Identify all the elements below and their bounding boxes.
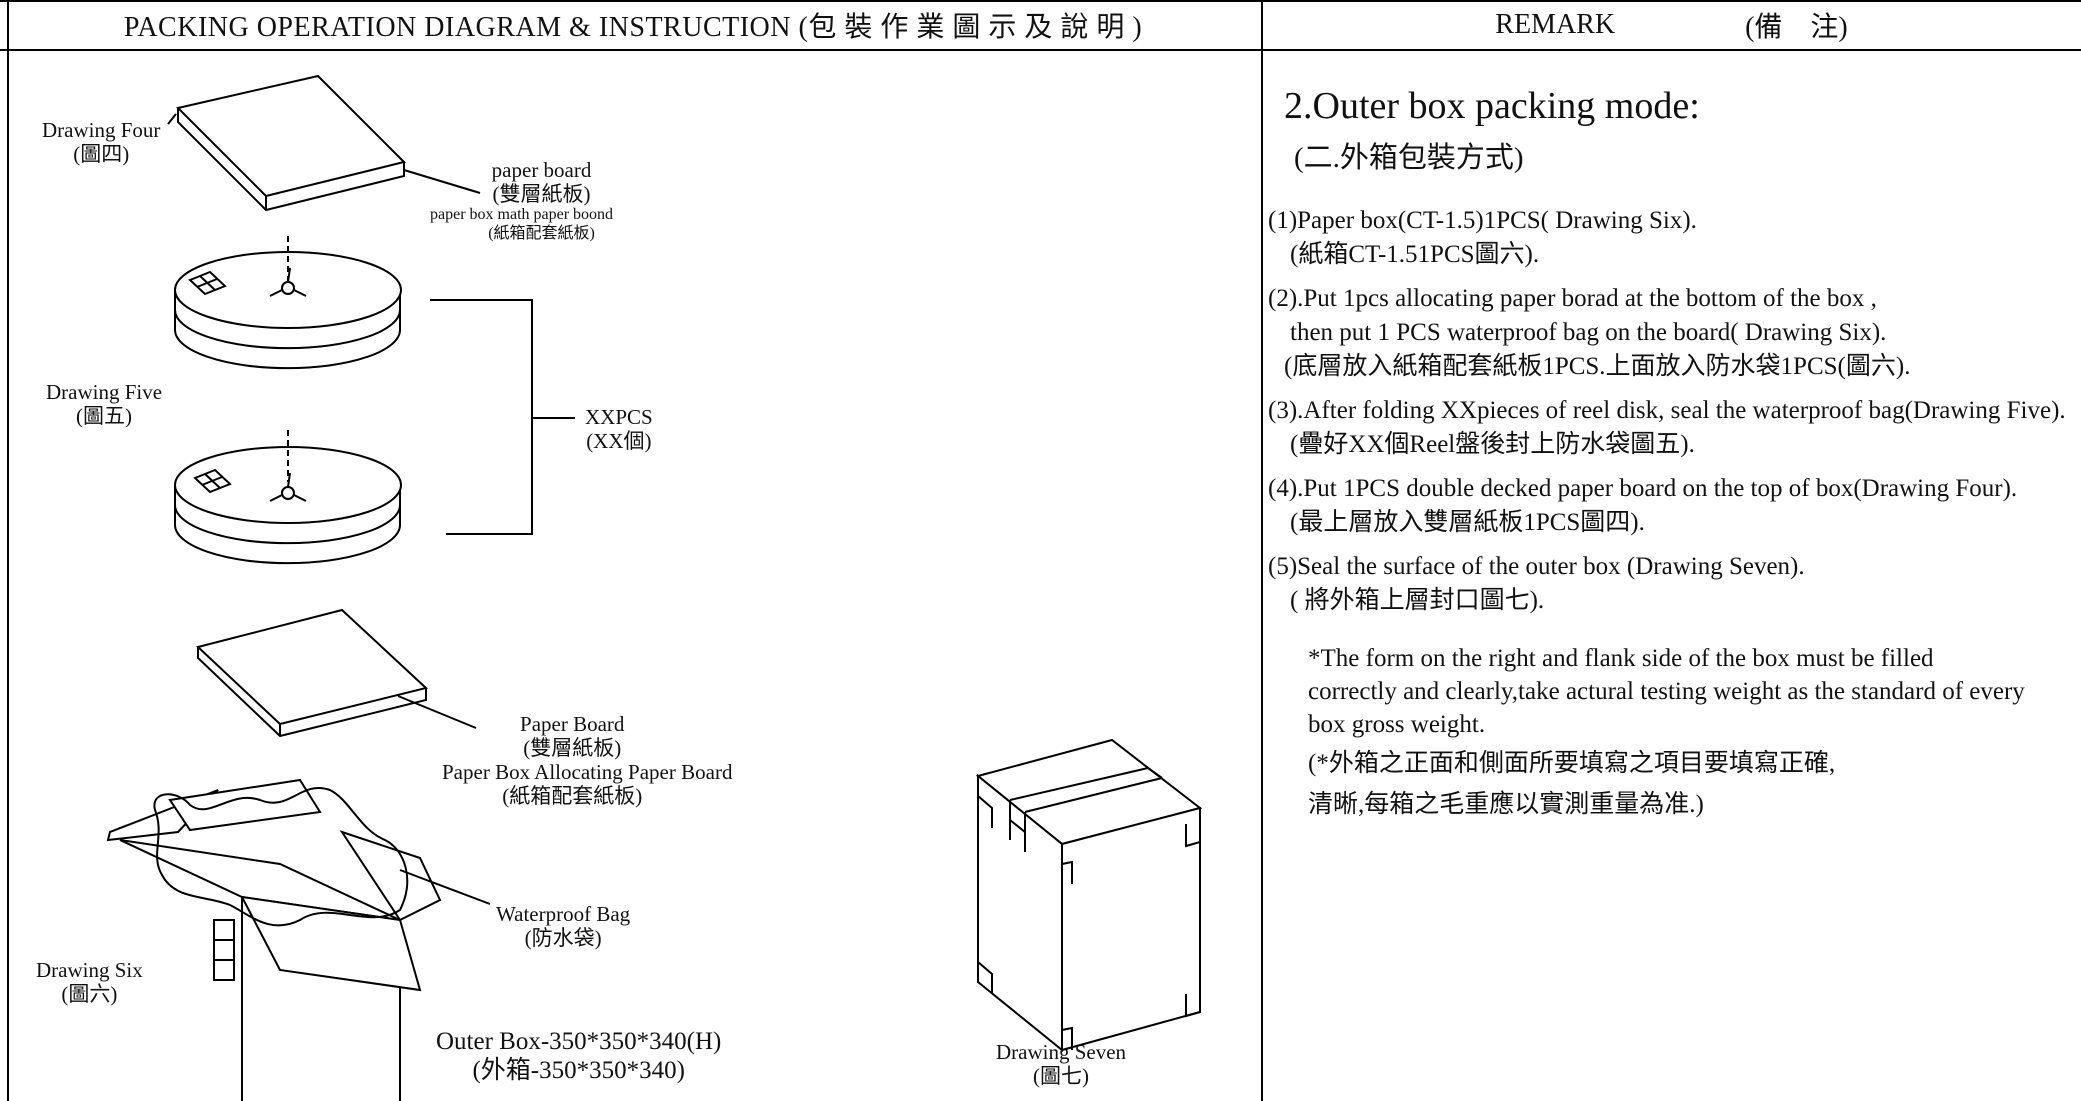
waterproof-bag-label: Waterproof Bag (防水袋) bbox=[496, 902, 630, 950]
step-2-en-cont: then put 1 PCS waterproof bag on the boa… bbox=[1290, 319, 1887, 346]
paper-board-top-en2: paper box math paper boond bbox=[430, 206, 614, 224]
step-1-en: (1)Paper box(CT-1.5)1PCS( Drawing Six). bbox=[1268, 207, 1697, 234]
paper-board-bottom-label: Paper Board (雙層紙板) Paper Box Allocating … bbox=[442, 712, 732, 809]
step-3-en: (3).After folding XXpieces of reel disk,… bbox=[1268, 397, 2066, 424]
paper-board-top-cn2: (紙箱配套紙板) bbox=[488, 224, 595, 242]
remark-step: (4).Put 1PCS double decked paper board o… bbox=[1268, 472, 2073, 540]
drawing-six-cn: (圖六) bbox=[61, 982, 118, 1007]
remark-title-en: REMARK bbox=[1495, 9, 1616, 40]
paper-board-top-label: paper board (雙層紙板) paper box math paper … bbox=[430, 158, 613, 243]
drawing-seven-en: Drawing Seven bbox=[996, 1040, 1127, 1064]
remark-note-cn: (*外箱之正面和側面所要填寫之項目要填寫正確, 清晰,每箱之毛重應以實測重量為准… bbox=[1268, 747, 2073, 821]
drawing-six-label: Drawing Six (圖六) bbox=[36, 958, 143, 1006]
paper-board-top-cn: (雙層紙板) bbox=[492, 182, 591, 207]
quantity-label: XXPCS (XX個) bbox=[585, 405, 653, 453]
remark-step: (5)Seal the surface of the outer box (Dr… bbox=[1268, 550, 2073, 618]
remark-note-cn-line1: (*外箱之正面和側面所要填寫之項目要填寫正確, bbox=[1308, 750, 1836, 777]
outer-box-en: Outer Box-350*350*340(H) bbox=[436, 1028, 722, 1055]
paper-board-top-drawing bbox=[167, 74, 481, 212]
paper-board-top-en: paper board bbox=[491, 158, 592, 182]
paper-board-bottom-en: Paper Board bbox=[520, 712, 625, 736]
outer-box-cn: (外箱-350*350*340) bbox=[472, 1056, 685, 1084]
paper-board-bottom-cn2: (紙箱配套紙板) bbox=[502, 784, 643, 809]
remark-heading: 2.Outer box packing mode: bbox=[1284, 85, 1700, 127]
outer-box-sealed-drawing bbox=[975, 738, 1203, 1053]
remark-note-cn-line2: 清晰,每箱之毛重應以實測重量為准.) bbox=[1308, 791, 1704, 818]
reel-top-drawing bbox=[174, 236, 402, 370]
step-4-cn: (最上層放入雙層紙板1PCS圖四). bbox=[1290, 509, 1645, 536]
drawing-five-label: Drawing Five (圖五) bbox=[46, 380, 162, 428]
waterproof-bag-cn: (防水袋) bbox=[524, 926, 602, 951]
drawing-five-en: Drawing Five bbox=[46, 380, 163, 404]
step-1-cn: (紙箱CT-1.51PCS圖六). bbox=[1290, 241, 1540, 268]
drawing-four-cn: (圖四) bbox=[73, 142, 130, 167]
remark-title-cn: (備 注) bbox=[1745, 12, 1848, 43]
step-2-cn: (底層放入紙箱配套紙板1PCS.上面放入防水袋1PCS(圖六). bbox=[1284, 353, 1911, 380]
step-2-en: (2).Put 1pcs allocating paper borad at t… bbox=[1268, 285, 1877, 312]
step-5-en: (5)Seal the surface of the outer box (Dr… bbox=[1268, 553, 1805, 580]
waterproof-bag-en: Waterproof Bag bbox=[496, 902, 631, 926]
quantity-cn: (XX個) bbox=[586, 429, 652, 454]
remark-panel: 2.Outer box packing mode: (二.外箱包裝方式) (1)… bbox=[1268, 84, 2073, 821]
paper-board-bottom-en2: Paper Box Allocating Paper Board bbox=[442, 760, 733, 785]
outer-box-label: Outer Box-350*350*340(H) (外箱-350*350*340… bbox=[436, 1028, 721, 1086]
step-4-en: (4).Put 1PCS double decked paper board o… bbox=[1268, 475, 2018, 502]
remark-subheading: (二.外箱包裝方式) bbox=[1294, 142, 1524, 174]
remark-step: (2).Put 1pcs allocating paper borad at t… bbox=[1268, 282, 2073, 384]
header-diagram-title: PACKING OPERATION DIAGRAM & INSTRUCTION … bbox=[123, 12, 1143, 43]
step-5-cn: ( 將外箱上層封口圖七). bbox=[1290, 587, 1545, 614]
drawing-four-en: Drawing Four bbox=[42, 118, 161, 142]
paper-board-bottom-cn: (雙層紙板) bbox=[523, 736, 622, 761]
remark-step: (3).After folding XXpieces of reel disk,… bbox=[1268, 394, 2073, 462]
remark-step: (1)Paper box(CT-1.5)1PCS( Drawing Six). … bbox=[1268, 204, 2073, 272]
quantity-en: XXPCS bbox=[585, 405, 653, 429]
step-3-cn: (疊好XX個Reel盤後封上防水袋圖五). bbox=[1290, 431, 1695, 458]
paper-board-bottom-drawing bbox=[195, 608, 477, 738]
reel-bottom-drawing bbox=[174, 430, 402, 565]
header-remark-title: REMARK (備 注) bbox=[1262, 0, 2081, 50]
drawing-six-en: Drawing Six bbox=[36, 958, 143, 982]
drawing-seven-label: Drawing Seven (圖七) bbox=[996, 1040, 1126, 1088]
remark-note-en: *The form on the right and flank side of… bbox=[1308, 645, 2025, 738]
outer-box-open-drawing bbox=[106, 778, 491, 1101]
drawing-four-label: Drawing Four (圖四) bbox=[42, 118, 160, 166]
drawing-five-cn: (圖五) bbox=[76, 404, 133, 429]
quantity-bracket bbox=[430, 299, 575, 535]
drawing-seven-cn: (圖七) bbox=[1033, 1064, 1090, 1089]
